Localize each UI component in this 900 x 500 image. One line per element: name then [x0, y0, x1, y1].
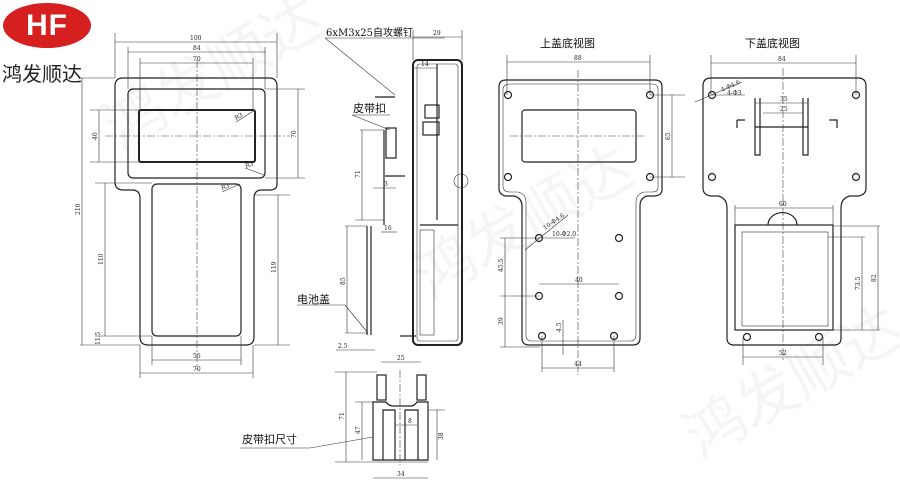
watermark: 鸿发顺达	[403, 132, 646, 313]
clip-dim-34: 34	[397, 471, 405, 478]
top-dim-88: 88	[574, 55, 582, 62]
clip-dim-25: 25	[397, 355, 405, 362]
top-cover-outline	[498, 79, 663, 346]
dim-29: 29	[433, 30, 441, 37]
dim-2-5: 2.5	[338, 343, 348, 350]
dim-70-right: 70	[291, 130, 298, 138]
dim-110: 110	[98, 253, 105, 265]
top-dim-40: 40	[575, 277, 583, 284]
dim-55: 55	[193, 353, 201, 360]
watermark: 鸿发顺达	[93, 0, 336, 163]
clip-dim-71: 71	[339, 412, 346, 420]
clip-dim-47: 47	[355, 426, 362, 434]
clip-detail-label: 皮带扣尺寸	[242, 432, 297, 446]
dim-16: 16	[384, 225, 392, 232]
bottom-cover-view: 下盖底视图 84 4-Φ4.6 4-Φ3 35 25 60 73.5 82 52	[694, 36, 880, 365]
dim-r4: 11.5	[95, 331, 102, 345]
bottom-hole-2: 4-Φ3	[727, 90, 742, 97]
top-dim-44: 44	[574, 361, 582, 368]
dim-84: 84	[193, 45, 201, 52]
dim-85: 85	[340, 277, 347, 285]
dim-r2: R3	[244, 160, 254, 169]
dim-210: 210	[75, 203, 82, 215]
bottom-dim-25: 25	[780, 106, 788, 113]
side-outline	[412, 59, 463, 346]
battery-compartment	[734, 224, 834, 331]
bottom-dim-84: 84	[778, 56, 786, 63]
front-bezel	[127, 88, 266, 179]
front-outline	[114, 77, 278, 346]
screw-label: 6xM3x25自攻螺钉	[326, 26, 413, 39]
dim-71: 71	[355, 170, 362, 178]
bottom-cover-title: 下盖底视图	[745, 36, 800, 50]
top-cover-title: 上盖底视图	[540, 36, 595, 50]
brand-name: 鸿发顺达	[2, 62, 82, 86]
bottom-dim-82: 82	[871, 274, 878, 282]
belt-clip-label: 皮带扣	[353, 101, 386, 115]
bottom-dim-52: 52	[779, 350, 787, 357]
screw-hole-icons	[707, 90, 861, 342]
top-dim-39: 39	[498, 317, 505, 325]
keypad-area	[151, 183, 242, 337]
clip-dim-8: 8	[408, 418, 412, 425]
dim-70: 70	[193, 56, 201, 63]
bottom-cover-outline	[702, 77, 867, 346]
front-view: 100 84 70 40 70 210 110 119 55 70 R3 R3 …	[75, 33, 305, 378]
dim-3: 3	[384, 181, 388, 188]
dim-40: 40	[92, 132, 99, 140]
screw-icons	[375, 96, 416, 337]
bottom-dim-60: 60	[779, 201, 787, 208]
bottom-dim-35: 35	[780, 96, 788, 103]
dim-r3: R3	[220, 182, 230, 191]
top-hole-2: 10-Φ2.0	[552, 231, 576, 238]
watermark: 鸿发顺达	[673, 292, 900, 473]
battery-cover-label: 电池盖	[297, 292, 330, 306]
dim-100: 100	[190, 35, 202, 42]
top-dim-45-5: 45.5	[498, 258, 505, 272]
top-dim-65: 65	[665, 132, 672, 140]
dim-70-bottom: 70	[193, 366, 201, 373]
dim-14: 14	[421, 61, 429, 68]
brand-logo: HF	[3, 3, 91, 48]
belt-clip-detail: 25 71 47 8 38 34 皮带扣尺寸	[240, 355, 445, 479]
bottom-dim-73-5: 73.5	[855, 276, 862, 290]
top-dim-4-5: 4.5	[556, 322, 563, 332]
dim-119: 119	[271, 261, 278, 273]
side-view: 29 14 71 3 16 85 2.5 6xM3x25自攻螺钉 皮带扣 电池盖	[297, 26, 469, 351]
dim-r1: R3	[234, 111, 245, 121]
clip-dim-38: 38	[438, 432, 445, 440]
